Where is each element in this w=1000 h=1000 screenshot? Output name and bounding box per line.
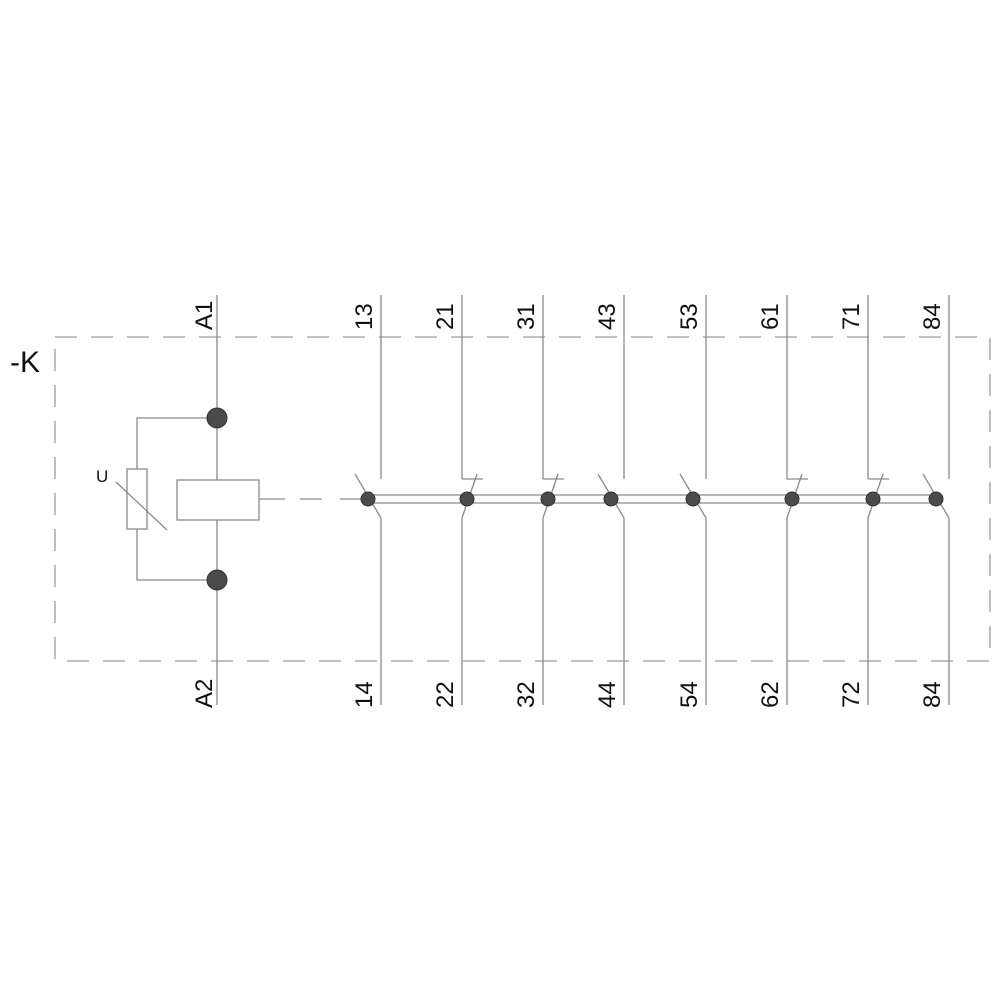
contact-bottom-label: 44: [594, 681, 621, 708]
actuator-dot: [784, 491, 800, 507]
contact-top-label: 84: [919, 303, 946, 330]
contact-top-label: 61: [757, 303, 784, 330]
junction-dot: [206, 407, 228, 429]
contact-top-label: 13: [351, 303, 378, 330]
actuator-dot: [865, 491, 881, 507]
varistor: [126, 468, 148, 530]
contact-bottom-label: 62: [757, 681, 784, 708]
contact-bottom-label: 32: [513, 681, 540, 708]
actuator-dot: [928, 491, 944, 507]
actuator-dot: [459, 491, 475, 507]
coil-circuit: U A1 A2: [96, 295, 362, 708]
terminal-a2: A2: [191, 679, 218, 708]
actuator-dot: [603, 491, 619, 507]
contact-top-label: 31: [513, 303, 540, 330]
contact-top-label: 21: [432, 303, 459, 330]
device-label: -K: [10, 346, 40, 379]
contacts: 13 14 21 22 31 32 43 44 53 54 61 62 71 72 84 84: [351, 295, 950, 708]
contact-bottom-label: 14: [351, 681, 378, 708]
actuator-dot: [685, 491, 701, 507]
actuator-dot: [540, 491, 556, 507]
coil: [176, 479, 260, 521]
actuator-dot: [360, 491, 376, 507]
contact-bottom-label: 54: [676, 681, 703, 708]
contact-top-label: 53: [676, 303, 703, 330]
contact-top-label: 43: [594, 303, 621, 330]
contact-bottom-label: 84: [919, 681, 946, 708]
terminal-a1: A1: [191, 301, 218, 330]
device-boundary: [54, 336, 991, 662]
varistor-label: U: [96, 467, 108, 486]
junction-dot: [206, 569, 228, 591]
contact-bottom-label: 72: [838, 681, 865, 708]
contact-top-label: 71: [838, 303, 865, 330]
contact-bottom-label: 22: [432, 681, 459, 708]
